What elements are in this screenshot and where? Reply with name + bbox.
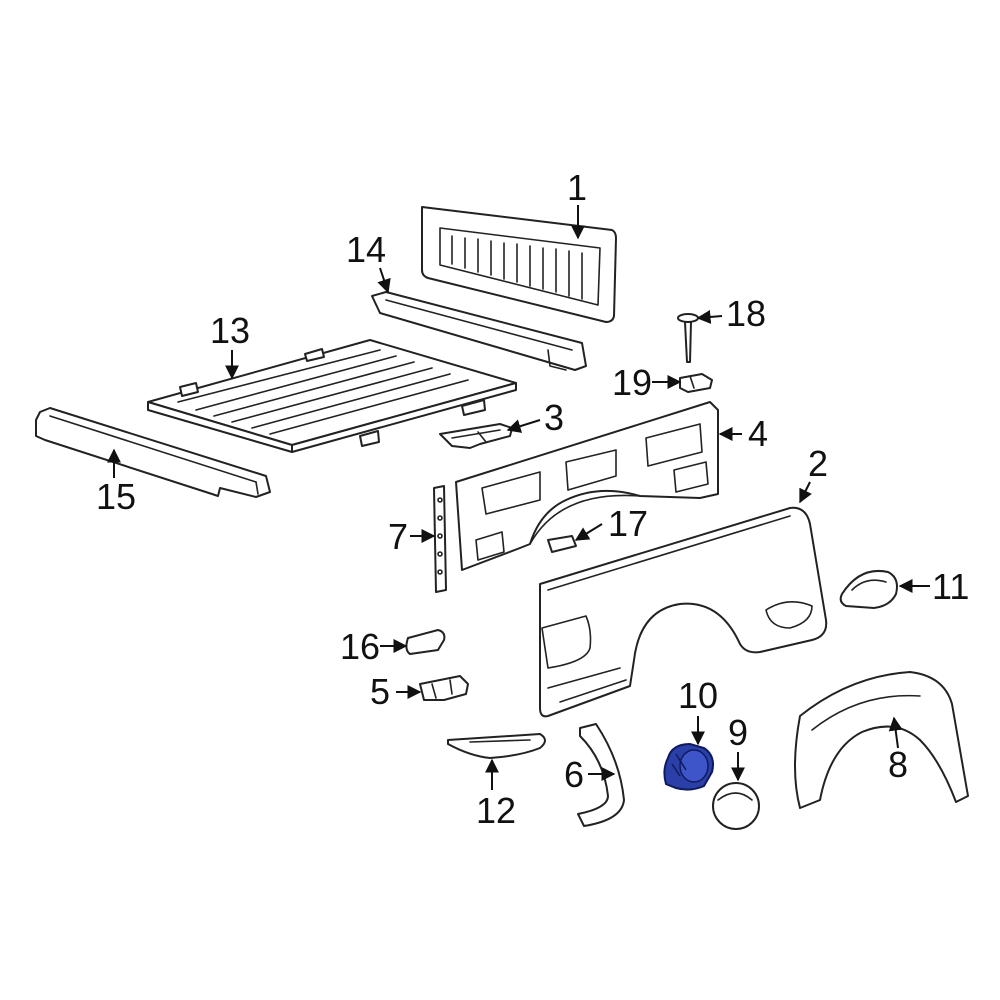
part-11-light[interactable] bbox=[839, 570, 898, 609]
callout-10[interactable]: 10 bbox=[678, 675, 718, 716]
part-8-wheel-flare[interactable] bbox=[794, 671, 969, 809]
callout-labels: 1 2 3 4 5 6 7 8 9 10 11 12 13 14 15 16 1… bbox=[96, 167, 969, 831]
callout-8[interactable]: 8 bbox=[888, 744, 908, 785]
callout-18[interactable]: 18 bbox=[726, 293, 766, 334]
part-9-fuel-door[interactable] bbox=[712, 782, 760, 830]
part-3-bracket[interactable] bbox=[439, 423, 513, 449]
part-13-bed-floor[interactable] bbox=[147, 339, 517, 453]
part-18-bolt[interactable] bbox=[677, 313, 699, 363]
callout-9[interactable]: 9 bbox=[728, 712, 748, 753]
callout-13[interactable]: 13 bbox=[210, 310, 250, 351]
callout-12[interactable]: 12 bbox=[476, 790, 516, 831]
callout-5[interactable]: 5 bbox=[370, 671, 390, 712]
callout-14[interactable]: 14 bbox=[346, 229, 386, 270]
callout-3[interactable]: 3 bbox=[544, 397, 564, 438]
callout-6[interactable]: 6 bbox=[564, 754, 584, 795]
callout-4[interactable]: 4 bbox=[748, 413, 768, 454]
part-10-fuel-housing[interactable] bbox=[663, 742, 714, 791]
part-5-bracket[interactable] bbox=[419, 675, 469, 701]
part-15-rear-sill[interactable] bbox=[35, 407, 271, 498]
callout-15[interactable]: 15 bbox=[96, 476, 136, 517]
part-19-clip[interactable] bbox=[679, 373, 713, 393]
part-7-vertical-bracket[interactable] bbox=[433, 485, 447, 593]
callout-17[interactable]: 17 bbox=[608, 503, 648, 544]
leader-lines bbox=[107, 205, 930, 790]
callout-19[interactable]: 19 bbox=[612, 362, 652, 403]
callout-7[interactable]: 7 bbox=[388, 516, 408, 557]
part-12-splash-shield[interactable] bbox=[447, 733, 546, 759]
callout-2[interactable]: 2 bbox=[808, 443, 828, 484]
part-1-tailgate[interactable] bbox=[421, 206, 617, 323]
callout-11[interactable]: 11 bbox=[932, 566, 969, 607]
callout-16[interactable]: 16 bbox=[340, 626, 380, 667]
part-17-pad[interactable] bbox=[547, 535, 577, 553]
part-16-pad[interactable] bbox=[405, 629, 446, 655]
callout-1[interactable]: 1 bbox=[567, 167, 587, 208]
part-4-inner-panel[interactable] bbox=[455, 401, 719, 571]
part-2-bed-side[interactable] bbox=[539, 506, 828, 718]
